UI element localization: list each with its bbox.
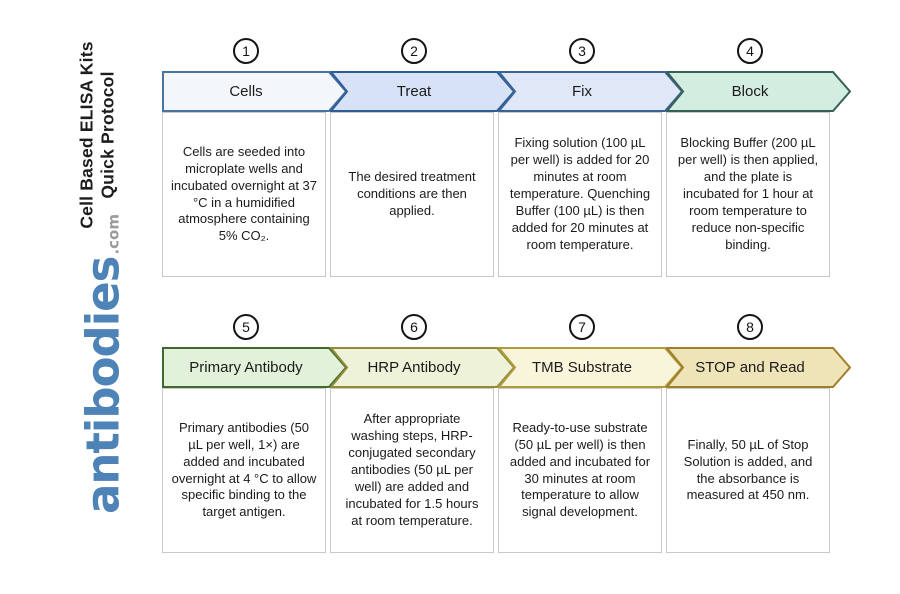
step-arrow <box>162 347 347 388</box>
protocol-row-2: 5 Primary Antibody Primary antibodies (5… <box>162 314 862 556</box>
step-description: The desired treatment conditions are the… <box>348 169 476 218</box>
arrow-shape <box>330 71 515 112</box>
step-title: STOP and Read <box>695 359 805 376</box>
step-title: Block <box>731 83 769 100</box>
arrow-shape <box>666 347 851 388</box>
step-arrow <box>330 347 515 388</box>
protocol-step-2: 2 Treat The desired treatment conditions… <box>330 38 515 280</box>
step-description: After appropriate washing steps, HRP-con… <box>345 411 479 528</box>
step-number-badge: 8 <box>737 314 763 340</box>
step-title: Fix <box>572 83 592 100</box>
protocol-step-8: 8 STOP and Read Finally, 50 µL of Stop S… <box>666 314 851 556</box>
arrow-shape <box>498 71 683 112</box>
protocol-step-3: 3 Fix Fixing solution (100 µL per well) … <box>498 38 683 280</box>
step-description-box: Ready-to-use substrate (50 µL per well) … <box>498 388 662 553</box>
protocol-step-5: 5 Primary Antibody Primary antibodies (5… <box>162 314 347 556</box>
arrow-shape <box>666 71 851 112</box>
logo-domain-suffix: .com <box>104 214 123 255</box>
step-title: Primary Antibody <box>189 359 303 376</box>
page-title-line-2: Quick Protocol <box>97 71 117 199</box>
step-title: Treat <box>396 83 432 100</box>
page-title: Cell Based ELISA Kits Quick Protocol <box>76 41 117 228</box>
step-arrow <box>162 71 347 112</box>
page-title-line-1: Cell Based ELISA Kits <box>76 41 97 229</box>
protocol-step-6: 6 HRP Antibody After appropriate washing… <box>330 314 515 556</box>
step-number-badge: 7 <box>569 314 595 340</box>
arrow-shape <box>330 347 515 388</box>
arrow-shape <box>498 347 683 388</box>
step-description-box: Blocking Buffer (200 µL per well) is the… <box>666 112 830 277</box>
arrow-shape <box>162 71 347 112</box>
step-arrow <box>498 347 683 388</box>
step-description-box: Finally, 50 µL of Stop Solution is added… <box>666 388 830 553</box>
step-description: Primary antibodies (50 µL per well, 1×) … <box>171 419 317 520</box>
step-number-badge: 5 <box>233 314 259 340</box>
step-title: HRP Antibody <box>367 359 461 376</box>
step-description-box: Fixing solution (100 µL per well) is add… <box>498 112 662 277</box>
step-description-box: The desired treatment conditions are the… <box>330 112 494 277</box>
step-description-box: Primary antibodies (50 µL per well, 1×) … <box>162 388 326 553</box>
step-title: Cells <box>229 83 263 100</box>
protocol-step-4: 4 Block Blocking Buffer (200 µL per well… <box>666 38 851 280</box>
step-arrow <box>666 71 851 112</box>
step-description-box: Cells are seeded into microplate wells a… <box>162 112 326 277</box>
protocol-step-1: 1 Cells Cells are seeded into microplate… <box>162 38 347 280</box>
step-number-badge: 1 <box>233 38 259 64</box>
step-title: TMB Substrate <box>531 359 633 376</box>
protocol-step-7: 7 TMB Substrate Ready-to-use substrate (… <box>498 314 683 556</box>
step-number-badge: 6 <box>401 314 427 340</box>
step-arrow <box>330 71 515 112</box>
step-description: Blocking Buffer (200 µL per well) is the… <box>677 135 819 252</box>
step-description: Cells are seeded into microplate wells a… <box>171 143 317 244</box>
step-arrow <box>666 347 851 388</box>
arrow-shape <box>162 347 347 388</box>
antibodies-logo: antibodies .com <box>77 214 130 514</box>
step-description: Finally, 50 µL of Stop Solution is added… <box>683 436 813 503</box>
step-description: Ready-to-use substrate (50 µL per well) … <box>509 419 651 520</box>
step-number-badge: 4 <box>737 38 763 64</box>
step-description-box: After appropriate washing steps, HRP-con… <box>330 388 494 553</box>
step-number-badge: 2 <box>401 38 427 64</box>
protocol-row-1: 1 Cells Cells are seeded into microplate… <box>162 38 862 280</box>
step-description: Fixing solution (100 µL per well) is add… <box>509 135 651 252</box>
step-arrow <box>498 71 683 112</box>
logo-wordmark: antibodies <box>76 256 130 514</box>
step-number-badge: 3 <box>569 38 595 64</box>
